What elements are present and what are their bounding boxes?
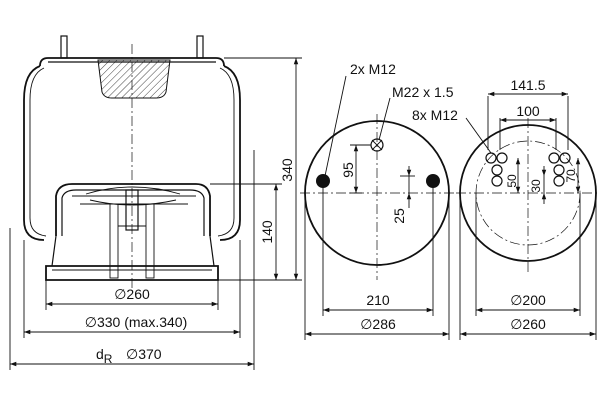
- air-fitting-m22: [370, 138, 384, 152]
- dim-50: 50: [505, 158, 521, 193]
- bead-hatch: [97, 59, 171, 99]
- side-view: 340 140 ∅260 ∅330 (max.340) dR: [9, 35, 302, 370]
- dim-330-label: ∅330 (max.340): [85, 314, 187, 330]
- dim-50-label: 50: [505, 174, 519, 188]
- dim-260-bottom: ∅260: [459, 193, 597, 340]
- dim-286: ∅286: [304, 193, 450, 340]
- label-8x-m12: 8x M12: [412, 107, 458, 123]
- dim-210-label: 210: [366, 292, 390, 308]
- dim-330: ∅330 (max.340): [23, 240, 241, 338]
- stud-hole-right: [426, 174, 440, 188]
- dim-370: dR ∅370: [9, 150, 255, 370]
- dim-260: ∅260: [45, 280, 219, 310]
- dim-200: ∅200: [475, 193, 581, 316]
- dim-210: 210: [322, 188, 434, 316]
- dim-25: 25: [391, 166, 415, 224]
- dim-286-label: ∅286: [360, 316, 396, 332]
- dim-30-label: 30: [529, 179, 543, 193]
- dim-100-label: 100: [516, 103, 540, 119]
- piston-top: [55, 183, 211, 236]
- dim-95: 95: [340, 144, 371, 194]
- label-m22: M22 x 1.5: [392, 84, 454, 100]
- dim-141-5-label: 141.5: [510, 77, 545, 93]
- dim-100: 100: [499, 103, 557, 150]
- dim-70: 70: [564, 158, 581, 193]
- dim-95-label: 95: [340, 162, 356, 178]
- dim-340-label: 340: [279, 158, 295, 182]
- dim-140-label: 140: [259, 220, 275, 244]
- dim-140: 140: [210, 183, 282, 280]
- dim-370-label: ∅370: [126, 346, 162, 362]
- dim-260-label: ∅260: [114, 286, 150, 302]
- dim-25-label: 25: [391, 208, 407, 224]
- top-plate-view: 2x M12 M22 x 1.5 95 25 210: [300, 61, 456, 340]
- dim-141-5: 141.5: [487, 77, 569, 150]
- label-2x-m12: 2x M12: [350, 61, 396, 77]
- dim-30: 30: [529, 166, 547, 204]
- stud-hole-left: [316, 174, 330, 188]
- dim-260-bottom-label: ∅260: [510, 316, 546, 332]
- dim-200-label: ∅200: [510, 292, 546, 308]
- bottom-plate-view: 8x M12 141.5 100 50 30: [412, 77, 600, 340]
- dim-70-label: 70: [564, 169, 578, 183]
- dim-340: 340: [218, 57, 302, 281]
- bellows-outline: [23, 65, 241, 241]
- dim-370-prefix: dR: [96, 346, 113, 366]
- bolt-holes-8x-m12: [485, 152, 571, 187]
